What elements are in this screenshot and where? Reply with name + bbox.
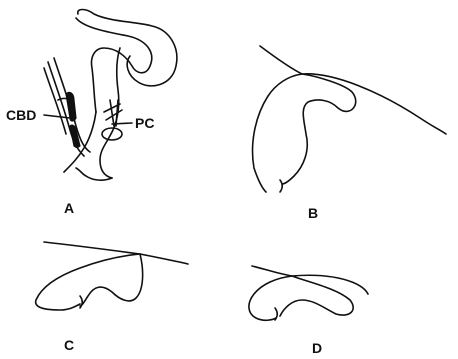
panel-d-drawing: D xyxy=(249,266,368,356)
panel-b-drawing: B xyxy=(253,46,446,221)
panel-a-duct-thick-lower xyxy=(70,125,80,147)
panel-c-drawing: C xyxy=(36,242,188,353)
panel-a-pc-structure-3 xyxy=(110,100,114,126)
panel-c-baseline xyxy=(44,242,188,264)
panel-a-lower-bowel-2 xyxy=(76,168,112,180)
panel-a-pc-structure-2 xyxy=(106,110,122,120)
panel-d-label: D xyxy=(312,340,322,356)
panel-a-loop-inner xyxy=(76,18,152,112)
panel-a-pc-body xyxy=(102,128,122,140)
cbd-label: CBD xyxy=(6,107,36,123)
panel-b-clip xyxy=(280,180,282,192)
panel-a-label: A xyxy=(64,200,74,216)
pc-leader-line xyxy=(112,123,132,124)
panel-a-drawing: CBD PC A xyxy=(6,10,177,217)
panel-b-baseline xyxy=(260,46,446,134)
panel-a-lower-bowel xyxy=(64,112,96,172)
pc-label: PC xyxy=(135,115,154,131)
panel-c-clip xyxy=(80,296,82,308)
panel-d-baseline xyxy=(252,266,368,294)
panel-a-duct-3 xyxy=(44,68,66,134)
panel-d-organ-outline xyxy=(249,276,353,320)
panel-b-organ-outline xyxy=(253,74,356,192)
panel-c-organ-outline xyxy=(36,254,143,310)
panel-b-label: B xyxy=(308,205,318,221)
panel-d-clip xyxy=(275,308,277,320)
panel-c-label: C xyxy=(64,337,74,353)
panel-a-pc-structure-4 xyxy=(116,100,118,126)
panel-a-duct-thick-upper xyxy=(66,92,76,121)
